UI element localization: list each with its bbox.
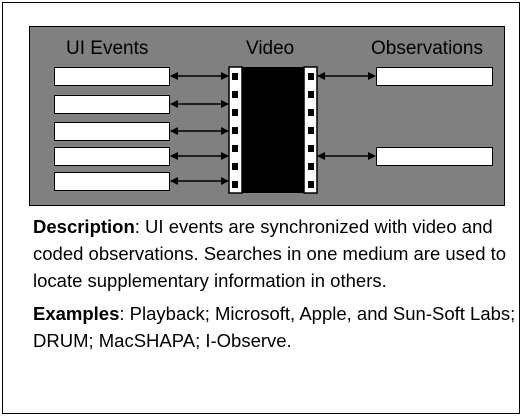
ui-event-box [54, 122, 170, 141]
examples-body: : Playback; Microsoft, Apple, and Sun-So… [33, 303, 516, 351]
ui-event-box [54, 172, 170, 191]
caption-text: Description: UI events are synchronized … [33, 213, 519, 360]
observation-box [376, 67, 493, 86]
observations-label: Observations [371, 38, 483, 59]
sync-arrows [170, 72, 376, 185]
description-body: : UI events are synchronized with video … [33, 216, 507, 291]
ui-event-box [54, 95, 170, 114]
examples-label: Examples [33, 303, 120, 324]
film-and-arrows [170, 66, 376, 194]
examples-paragraph: Examples: Playback; Microsoft, Apple, an… [33, 300, 519, 354]
description-paragraph: Description: UI events are synchronized … [33, 213, 519, 294]
observation-box [376, 147, 493, 166]
description-label: Description [33, 216, 135, 237]
video-label: Video [246, 38, 295, 59]
film-strip-icon [228, 66, 318, 194]
ui-event-box [54, 147, 170, 166]
sync-diagram: UI Events Video Observations [29, 26, 505, 206]
figure-card: UI Events Video Observations [2, 2, 520, 414]
ui-event-box [54, 67, 170, 86]
ui-events-label: UI Events [66, 38, 149, 59]
